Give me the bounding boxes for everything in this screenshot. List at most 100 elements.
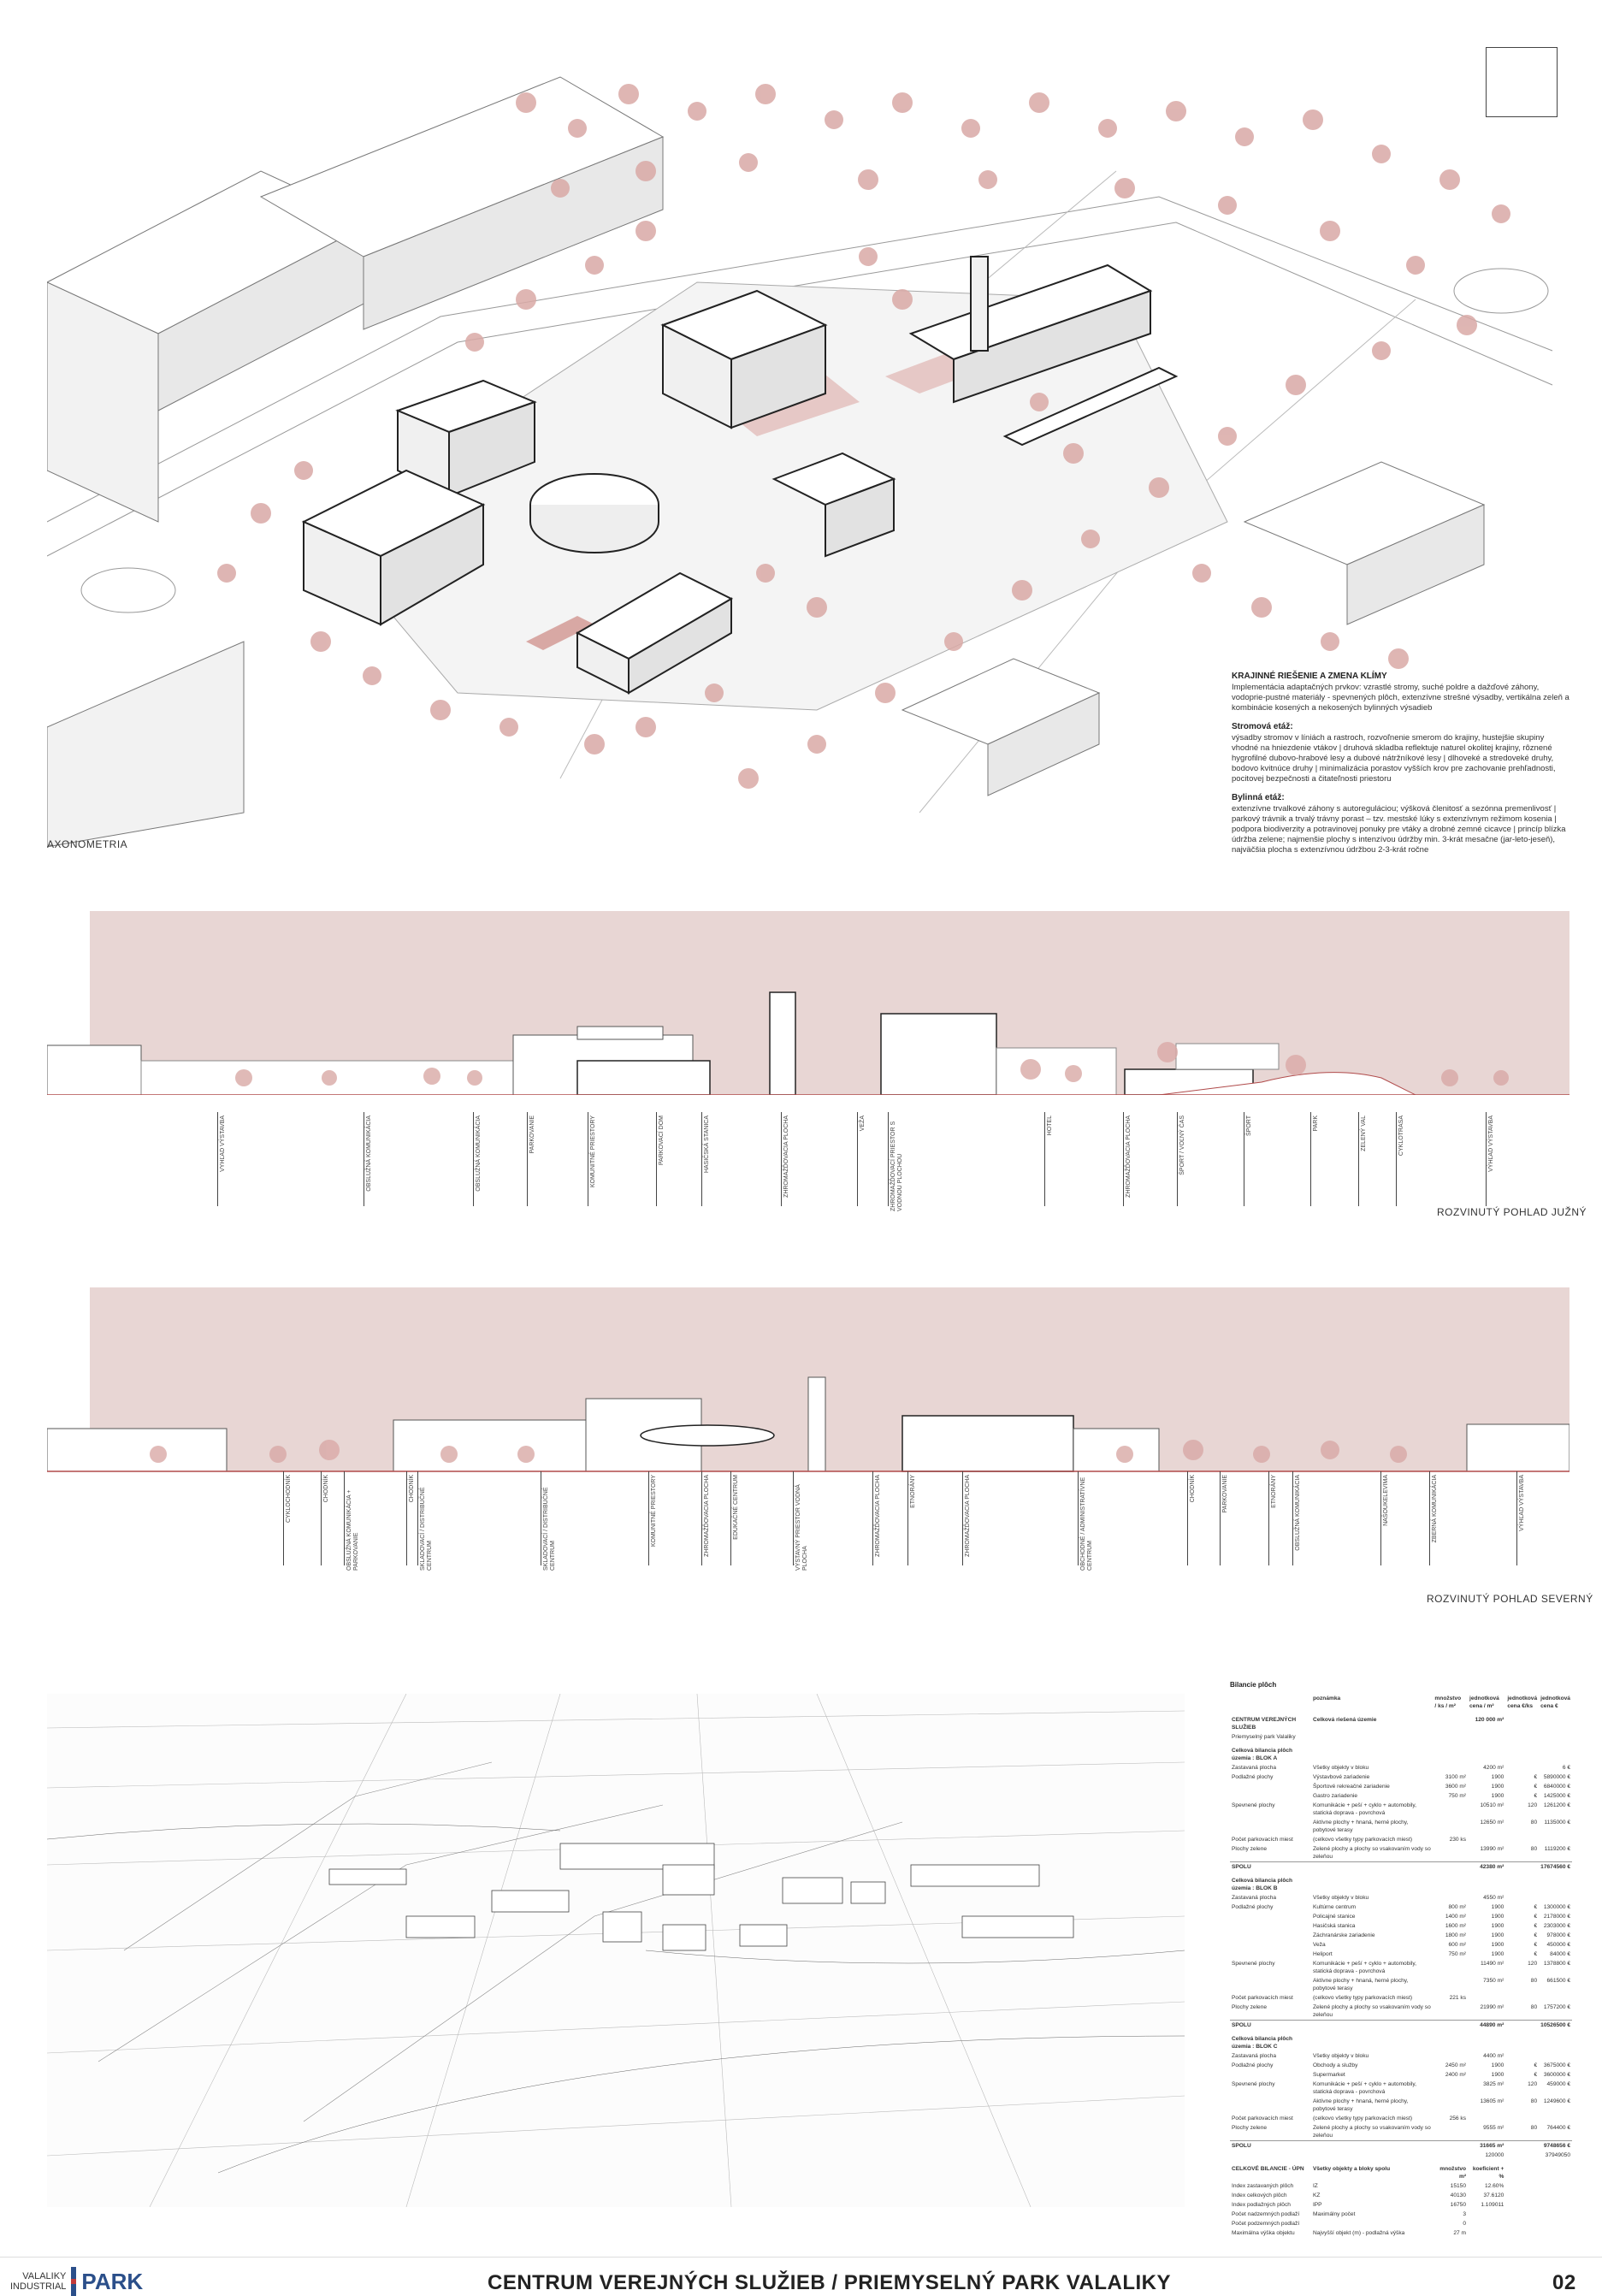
balance-cell: 1300000 € (1543, 1904, 1570, 1910)
balance-cell: 21990 m² (1480, 2004, 1504, 2010)
axonometry-caption: AXONOMETRIA (47, 838, 128, 850)
balance-cell: 17674560 € (1539, 1861, 1572, 1872)
balance-cell: Počet nadzemných podlaží (1232, 2211, 1300, 2217)
balance-cell: 2400 m² (1445, 2072, 1467, 2078)
balance-cell (1433, 2080, 1468, 2097)
balance-cell: Aktívne plochy + hnaná, herné plochy, po… (1312, 1978, 1409, 1991)
balance-cell: 31665 m² (1468, 2140, 1506, 2151)
balance-cell (1505, 2020, 1540, 2030)
balance-cell: € (1534, 1923, 1538, 1929)
balance-cell (1433, 1818, 1468, 1835)
balance-cell (1505, 2114, 1539, 2123)
balance-cell: Celková bilancia plôch územia : BLOK A (1232, 1748, 1293, 1761)
south-elevation-label: ŠPORT (1246, 1115, 1253, 1136)
balance-cell (1433, 2140, 1469, 2151)
balance-cell: 5890000 € (1543, 1774, 1570, 1780)
balance-cell (1505, 2228, 1539, 2238)
balance-cell (1468, 1993, 1505, 2003)
balance-cell (1433, 2097, 1468, 2114)
south-elevation-drawing (46, 911, 1569, 1096)
south-elevation-label: PARKOVANIE (529, 1115, 535, 1154)
north-elevation-label: OBCHODNÉ / ADMINISTRATÍVNE CENTRUM (1080, 1476, 1094, 1571)
balance-cell (1230, 2151, 1311, 2160)
balance-header-cell: jednotková cena € (1540, 1695, 1570, 1709)
balance-cell (1505, 2030, 1539, 2051)
balance-cell: 37.6120 (1483, 2192, 1504, 2198)
balance-cell: 750 m² (1448, 1951, 1467, 1957)
balance-cell: 12.60% (1484, 2183, 1504, 2189)
balance-cell (1311, 2219, 1433, 2228)
balance-cell: 1900 (1491, 1951, 1504, 1957)
balance-row: Počet parkovacích miest(celkovo všetky t… (1230, 2114, 1572, 2123)
balance-cell (1505, 2051, 1539, 2061)
south-elevation-label: PARK (1313, 1115, 1320, 1132)
logo-word: PARK (81, 2268, 144, 2294)
balance-cell: 3100 m² (1445, 1774, 1467, 1780)
balance-cell: koeficient + % (1472, 2166, 1504, 2180)
balance-cell (1230, 1950, 1311, 1959)
balance-cell: 40130 (1450, 2192, 1467, 2198)
north-arrow-box (1486, 47, 1558, 117)
balance-cell (1230, 1931, 1311, 1940)
south-elevation-tick (473, 1112, 475, 1206)
balance-row: Celková bilancia plôch územia : BLOK C (1230, 2030, 1572, 2051)
south-elevation-label: KOMUNITNÉ PRIESTORY (589, 1115, 596, 1188)
balance-cell (1468, 1835, 1505, 1844)
birds-eye-view (46, 1693, 1185, 2208)
balance-cell: SPOLU (1230, 2020, 1311, 2030)
balance-cell: Aktívne plochy + hnaná, herné plochy, po… (1312, 2098, 1409, 2112)
balance-cell: 10510 m² (1480, 1802, 1504, 1808)
balance-cell (1505, 1835, 1539, 1844)
balance-cell (1433, 2030, 1468, 2051)
balance-row: Počet parkovacích miest(celkovo všetky t… (1230, 1993, 1572, 2003)
balance-row: Počet parkovacích miest(celkovo všetky t… (1230, 1835, 1572, 1844)
balance-cell: 9555 m² (1483, 2125, 1504, 2131)
north-elevation-tick (321, 1471, 322, 1565)
balance-cell: Spevnené plochy (1232, 1961, 1275, 1967)
balance-cell: 9748656 € (1539, 2140, 1572, 2151)
landscape-note: KRAJINNÉ RIEŠENIE A ZMENA KLÍMY Implemen… (1232, 663, 1569, 855)
north-elevation-label: CHODNÍK (409, 1475, 416, 1503)
south-elevation-label: HASIČSKÁ STANICA (704, 1115, 711, 1174)
balance-cell (1539, 1711, 1572, 1732)
trees-title: Stromová etáž: (1232, 722, 1293, 731)
balance-cell: 600 m² (1448, 1942, 1467, 1948)
balance-cell (1230, 1940, 1311, 1950)
balance-cell (1505, 1732, 1539, 1742)
axonometry-panel (45, 43, 1569, 848)
balance-cell: 1135000 € (1544, 1820, 1570, 1826)
south-view-caption: ROZVINUTÝ POHLAD JUŽNÝ (1437, 1206, 1587, 1218)
balance-cell: Zelené plochy a plochy so vsakovaním vod… (1312, 1846, 1431, 1860)
balance-header-cell (1230, 1694, 1311, 1711)
balance-cell: 3 (1463, 2211, 1467, 2217)
balance-cell: Maximálna výška objektu (1232, 2230, 1295, 2236)
balance-cell (1539, 2030, 1572, 2051)
north-elevation-label: EDUKAČNÉ CENTRUM (733, 1475, 740, 1540)
balance-cell (1433, 1976, 1468, 1993)
south-elevation-tick (1176, 1112, 1178, 1206)
south-elevation-label: ŠPORT / VOĽNÝ ČAS (1179, 1115, 1185, 1175)
balance-cell: € (1534, 2062, 1538, 2068)
balance-cell (1505, 2219, 1539, 2228)
balance-cell: 80 (1530, 1846, 1538, 1852)
balance-cell: Policajné stanice (1312, 1914, 1356, 1920)
balance-cell (1505, 2200, 1539, 2210)
south-elevation-label: VÝHĽAD VÝSTAVBA (1488, 1115, 1495, 1172)
balance-cell: 1900 (1491, 1914, 1504, 1920)
balance-cell (1230, 2097, 1311, 2114)
balance-cell: 1.109011 (1481, 2202, 1504, 2208)
balance-cell: CELKOVÉ BILANCIE - ÚPN (1232, 2166, 1304, 2172)
north-elevation-tick (1219, 1471, 1221, 1565)
balance-cell: Index celkových plôch (1232, 2192, 1287, 2198)
north-elevation-tick (793, 1471, 795, 1565)
